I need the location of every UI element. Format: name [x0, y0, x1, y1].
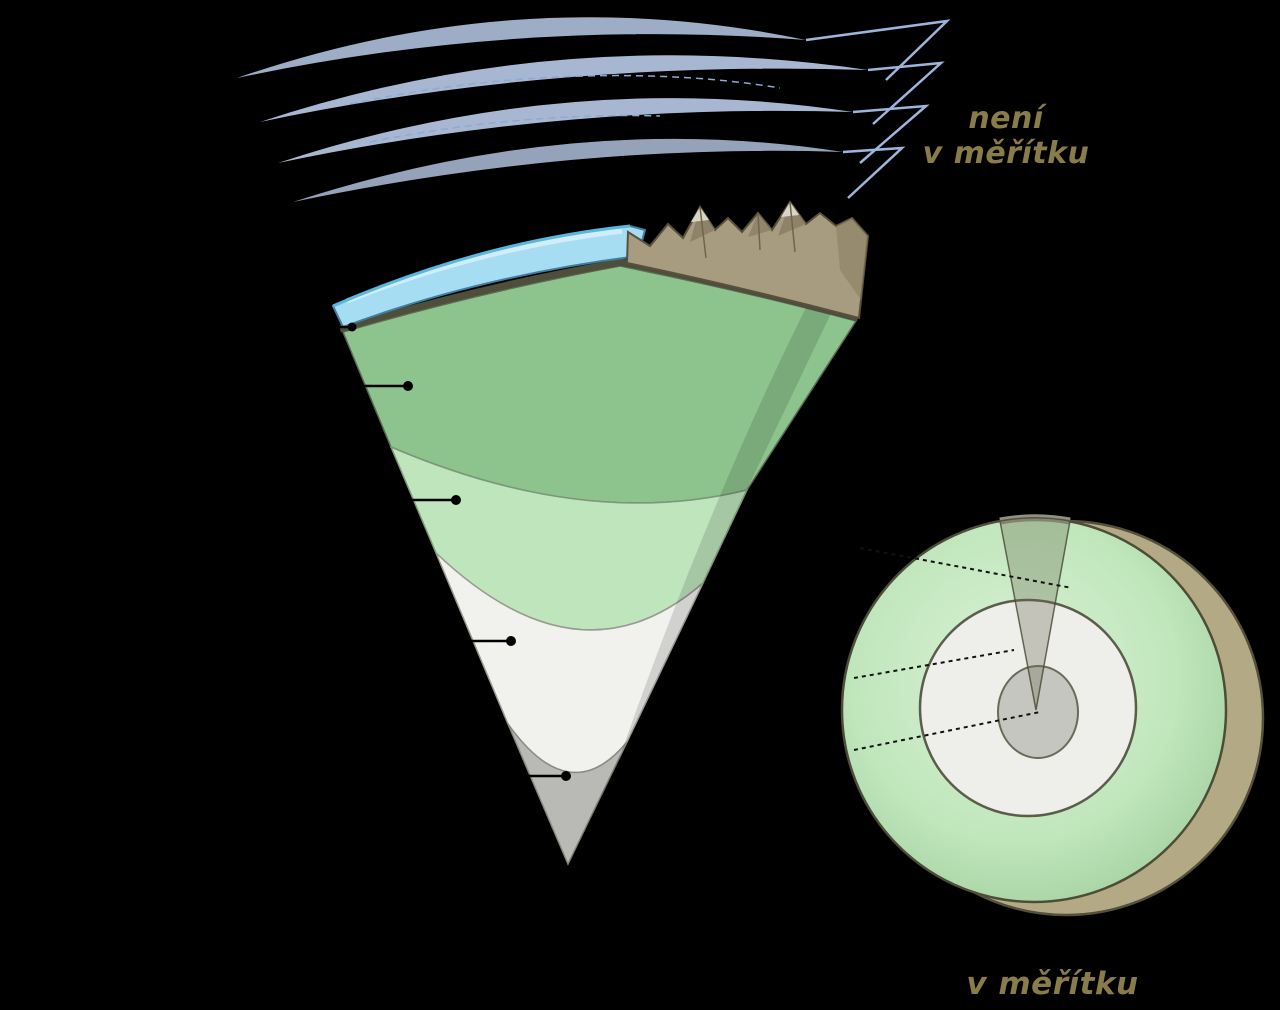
atmosphere-band — [260, 55, 868, 122]
mountain-snowcap — [691, 207, 709, 222]
leader-dot — [347, 322, 357, 332]
atmosphere-band — [278, 98, 853, 163]
atmosphere-arcs — [237, 17, 951, 202]
globe-cut-slice — [999, 517, 1071, 711]
atmosphere-band — [293, 138, 843, 202]
atmosphere-texture — [369, 114, 661, 143]
not-to-scale-line1: není — [968, 101, 1044, 136]
scale-globe — [840, 514, 1265, 917]
mountain-ridge-line — [699, 201, 796, 259]
not-to-scale-label: není v měřítku — [896, 101, 1116, 172]
atmosphere-band — [237, 17, 806, 78]
earth-wedge — [331, 200, 870, 866]
leader-dot — [403, 381, 413, 391]
scale-dotted-line — [859, 547, 1073, 589]
atmosphere-arrow — [842, 146, 906, 199]
inner-core-layer — [507, 723, 628, 866]
scale-dotted-line — [853, 649, 1015, 679]
leader-dot — [451, 495, 461, 505]
mountain-crust — [625, 200, 870, 320]
to-scale-label: v měřítku — [966, 966, 1139, 1002]
atmosphere-arrow — [805, 19, 951, 81]
wedge-side-face — [568, 236, 868, 864]
layer-pointers — [300, 322, 571, 781]
atmosphere-arrow — [867, 61, 945, 125]
not-to-scale-line2: v měřítku — [922, 136, 1090, 172]
mountain-shading — [836, 218, 868, 300]
ocean-top-edge — [332, 224, 631, 308]
ocean-surface-highlight — [346, 228, 623, 304]
atmosphere-texture — [349, 74, 781, 105]
leader-dot — [506, 636, 516, 646]
mountain-shading — [748, 213, 772, 237]
leader-dot — [561, 771, 571, 781]
atmosphere-arrow — [852, 104, 930, 164]
